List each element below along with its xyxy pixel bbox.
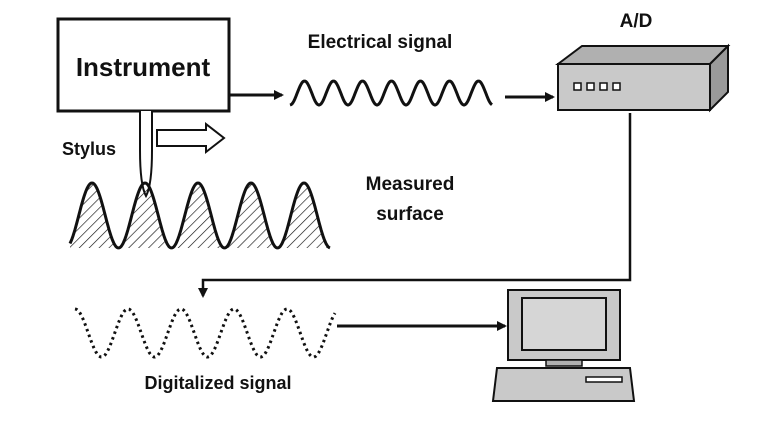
digitalized-signal-label: Digitalized signal bbox=[144, 373, 291, 393]
measured-surface bbox=[68, 181, 331, 250]
stylus-label: Stylus bbox=[62, 139, 116, 159]
ad-label: A/D bbox=[620, 11, 653, 32]
connector-line bbox=[198, 113, 632, 298]
digitalized-signal-wave bbox=[74, 307, 337, 359]
motion-arrow-icon bbox=[156, 121, 226, 155]
ad-converter-icon bbox=[555, 43, 731, 113]
electrical-signal-label: Electrical signal bbox=[308, 32, 453, 53]
computer-icon bbox=[491, 289, 636, 402]
instrument-box: Instrument bbox=[56, 17, 231, 113]
instrument-label: Instrument bbox=[76, 52, 211, 82]
measured-surface-label-line2: surface bbox=[376, 204, 444, 225]
measured-surface-label-line1: Measured bbox=[366, 174, 455, 195]
electrical-signal-wave bbox=[289, 79, 493, 107]
